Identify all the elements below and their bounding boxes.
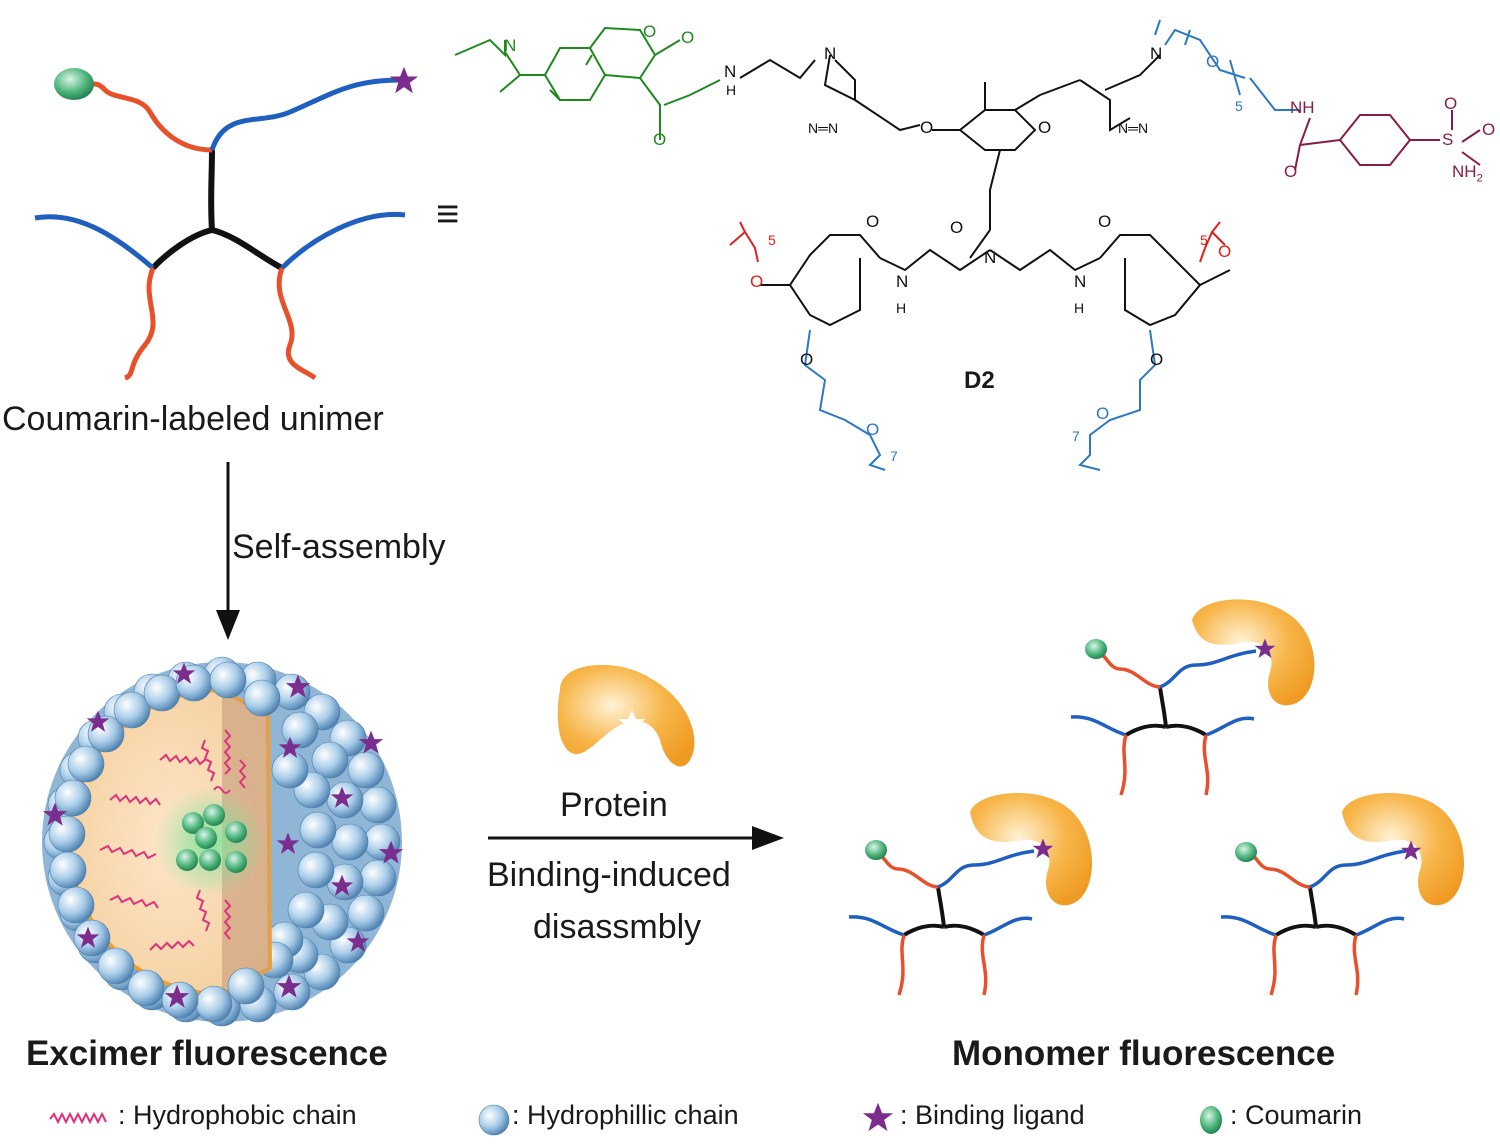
- excimer-fluorescence-label: Excimer fluorescence: [26, 1034, 388, 1073]
- bound-unimer-right: [1219, 792, 1465, 997]
- atom-label: O: [1218, 242, 1232, 261]
- wavy-line-icon: [49, 1111, 107, 1125]
- legend-label: : Hydrophillic chain: [512, 1100, 739, 1130]
- atom-label: O: [1150, 350, 1164, 369]
- atom-label: O: [681, 28, 695, 47]
- atom-label: N: [984, 248, 997, 267]
- bound-unimer-left: [847, 792, 1093, 997]
- atom-label: N: [896, 272, 909, 291]
- atom-label: N: [1150, 44, 1163, 63]
- protein-icon: [557, 664, 695, 767]
- coumarin-labeled-unimer-diagram: [34, 66, 419, 381]
- atom-label: NH: [1290, 98, 1315, 117]
- atom-label: N: [724, 62, 737, 81]
- green-oval-icon: [1200, 1106, 1222, 1134]
- protein-label: Protein: [560, 786, 668, 824]
- disassembly-arrow: [488, 826, 784, 850]
- atom-label: O: [1096, 404, 1110, 423]
- atom-label: S: [1442, 130, 1454, 149]
- disassembly-label: disassmbly: [533, 908, 702, 946]
- self-assembly-label: Self-assembly: [232, 528, 446, 566]
- atom-label: H: [896, 300, 907, 316]
- atom-label: O: [643, 22, 657, 41]
- atom-label: N: [824, 44, 837, 63]
- atom-label: O: [1482, 120, 1496, 139]
- atom-label: O: [1098, 212, 1112, 231]
- compound-label: D2: [964, 367, 995, 394]
- legend-label: : Coumarin: [1230, 1100, 1363, 1130]
- atom-label: O: [1444, 94, 1458, 113]
- atom-label: O: [1038, 118, 1052, 137]
- atom-label: O: [950, 218, 964, 237]
- atom-label: O: [800, 350, 814, 369]
- d2-molecule-structure: [454, 19, 1481, 471]
- legend-label: : Binding ligand: [900, 1100, 1085, 1130]
- sphere-icon: [478, 1104, 510, 1136]
- atom-label: O: [1284, 162, 1298, 181]
- self-assembly-arrow: [216, 462, 240, 640]
- unimer-label: Coumarin-labeled unimer: [2, 400, 384, 438]
- atom-label: NH2: [1452, 162, 1483, 185]
- atom-label: N═N: [808, 120, 839, 136]
- atom-label: 7: [1072, 428, 1080, 444]
- atom-label: H: [1074, 300, 1085, 316]
- atom-label: O: [866, 420, 880, 439]
- atom-label: N: [1074, 272, 1087, 291]
- legend-label: : Hydrophobic chain: [118, 1100, 357, 1130]
- atom-label: 7: [890, 448, 898, 464]
- atom-label: O: [866, 212, 880, 231]
- atom-label: O: [920, 118, 934, 137]
- atom-label: N: [504, 36, 517, 55]
- micelle-diagram: [42, 656, 404, 1027]
- atom-label: O: [1206, 52, 1220, 71]
- atom-label: O: [653, 130, 667, 149]
- coumarin-oval-icon: [54, 68, 94, 100]
- monomer-fluorescence-label: Monomer fluorescence: [952, 1034, 1336, 1073]
- binding-induced-label: Binding-induced: [487, 856, 731, 894]
- legend: : Hydrophobic chain : Hydrophillic chain…: [0, 1096, 1500, 1144]
- atom-label: 5: [1200, 232, 1208, 248]
- equivalence-symbol: ≡: [436, 192, 460, 236]
- bound-unimer-top: [1069, 599, 1315, 797]
- atom-label: O: [750, 272, 764, 291]
- atom-label: 5: [1235, 98, 1243, 114]
- atom-label: H: [726, 82, 737, 98]
- atom-label: N═N: [1118, 120, 1149, 136]
- atom-label: 5: [768, 232, 776, 248]
- star-icon: [862, 1102, 894, 1132]
